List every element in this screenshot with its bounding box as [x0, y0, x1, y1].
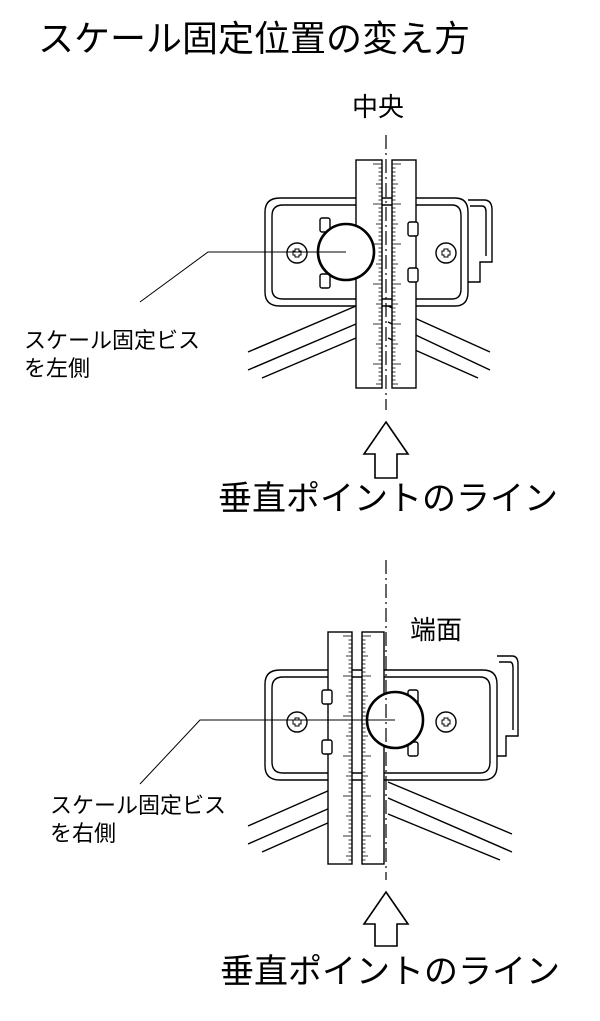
clamp-tab [407, 267, 419, 283]
arm-line [387, 797, 513, 853]
leader-line [139, 251, 346, 303]
leader-line [139, 719, 395, 785]
screw-note-line: を左側 [24, 356, 91, 382]
page-title: スケール固定位置の変え方 [38, 19, 471, 60]
arm-line [247, 807, 331, 845]
clamp-tab [321, 739, 333, 755]
small-screw-icon [435, 711, 457, 733]
screw-note-left: スケール固定ビス を左側 [24, 328, 264, 383]
right-bracket [468, 199, 493, 283]
screw-note-right: スケール固定ビス を右側 [50, 793, 290, 848]
small-screw-icon [435, 242, 457, 264]
housing-plate-inner [271, 204, 462, 300]
arm-line [247, 305, 357, 353]
clamp-tab [407, 221, 419, 237]
right-bracket [497, 655, 519, 757]
arm-line [261, 337, 357, 379]
housing-plate-inner [271, 676, 491, 774]
housing-plate [264, 669, 498, 781]
position-label-edge: 端面 [410, 616, 463, 646]
screw-note-line: スケール固定ビス [24, 329, 201, 354]
right-bracket-inner [499, 661, 514, 730]
right-bracket-inner [470, 205, 487, 256]
small-screw-icon [286, 711, 308, 733]
clamp-tab [319, 273, 331, 289]
arm-line [387, 813, 501, 861]
vertical-line-label: 垂直ポイントのライン [218, 479, 558, 519]
scale-ticks [373, 163, 401, 385]
screw-note-line: を右側 [50, 821, 117, 847]
vertical-line-label: 垂直ポイントのライン [220, 952, 560, 992]
diagram-edge [139, 560, 519, 947]
up-arrow-icon [362, 420, 410, 479]
arm-line [247, 789, 331, 827]
up-arrow-icon [362, 890, 410, 947]
clamp-tab [321, 689, 333, 705]
arm-line [247, 323, 357, 371]
housing-plate [264, 197, 469, 307]
arm-line [387, 781, 513, 835]
arm-line [261, 821, 331, 853]
small-screw-icon [286, 242, 308, 264]
screw-note-line: スケール固定ビス [50, 794, 227, 819]
diagram-center [139, 135, 493, 479]
position-label-center: 中央 [352, 93, 405, 123]
